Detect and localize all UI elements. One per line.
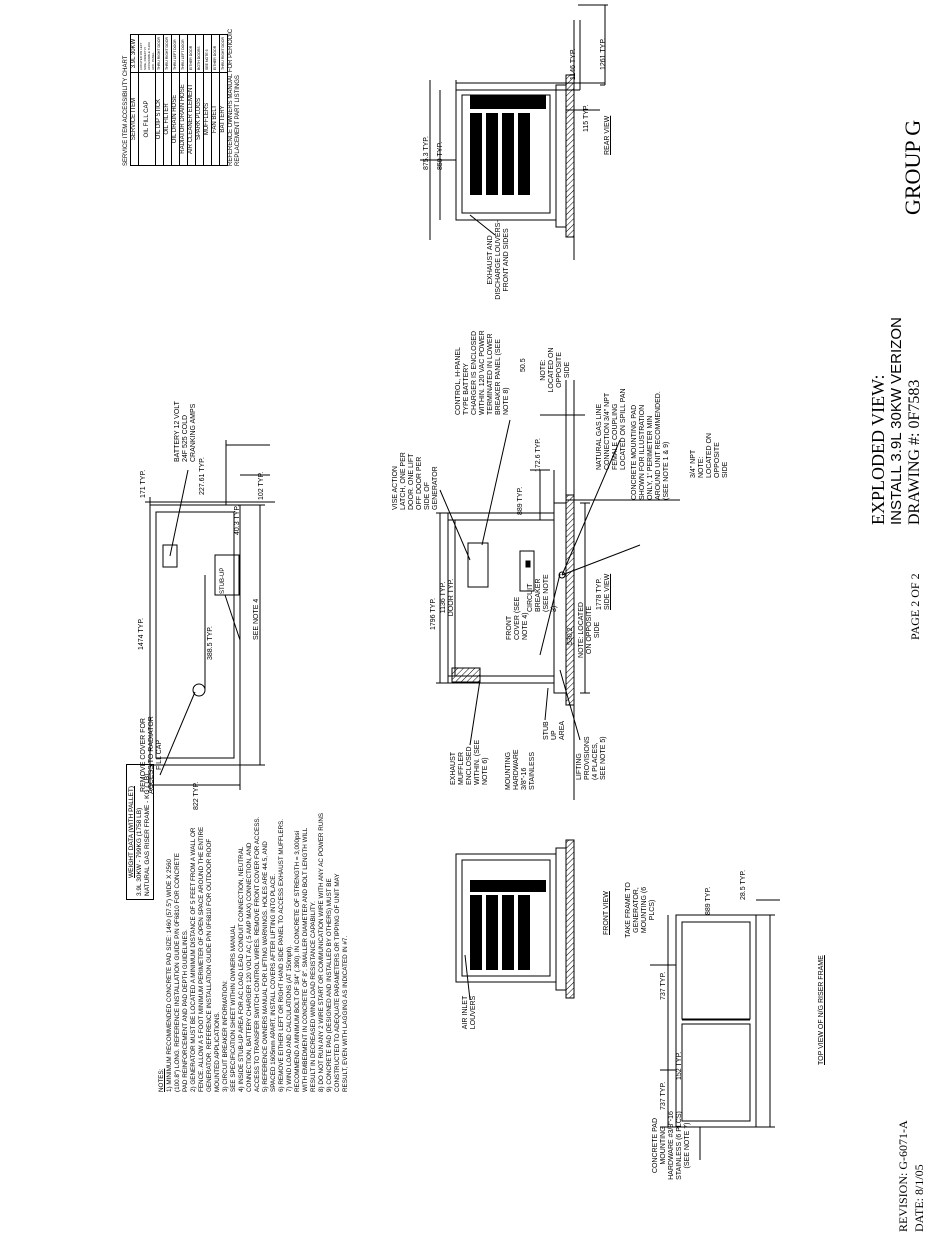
dim-8753: 875.3 TYP.: [423, 136, 430, 170]
dim-1136: 1136 TYP. DOOR TYP.: [440, 575, 456, 620]
riser-frame-outline: [675, 914, 757, 1128]
dim-1136-text: 1136 TYP. DOOR TYP.: [440, 578, 455, 617]
see-note-4: SEE NOTE 4: [253, 598, 260, 640]
circuit-breaker-text: CIRCUIT BREAKER (SEE NOTE 3): [527, 574, 558, 612]
concrete-pad-label: CONCRETE MOUNTING PAD SHOWN FOR ILLUSTRA…: [631, 390, 671, 500]
generac-logo-front: [470, 880, 546, 892]
rear-view: [420, 4, 608, 260]
riser-frame-view: [650, 899, 780, 1160]
vise-latch-label: VISE ACTION LATCH, ONE PER DOOR. ONE LIF…: [392, 450, 440, 510]
top-view-outline: [149, 504, 241, 766]
front-view-title: FRONT VIEW: [603, 891, 610, 935]
stub-up-label: STUB-UP: [220, 567, 226, 594]
front-spill-pan: [555, 847, 567, 991]
dim-1474: 1474 TYP.: [138, 617, 145, 650]
dim-737a: 737 TYP.: [660, 1081, 667, 1110]
radiator-cap-icon: [192, 683, 206, 697]
note-opposite-505: NOTE: LOCATED ON OPPOSITE SIDE: [540, 345, 572, 395]
dim-505: 50.5: [520, 358, 527, 372]
front-view: [455, 839, 575, 1001]
top-view: [145, 440, 275, 790]
control-panel-label: CONTROL, H-PANEL TYPE BATTERY CHARGER IS…: [455, 330, 511, 415]
control-panel-text: CONTROL, H-PANEL TYPE BATTERY CHARGER IS…: [455, 330, 510, 415]
gas-line-text: NATURAL GAS LINE CONNECTION 3/4" NPT FEM…: [596, 388, 627, 470]
lifting-label: LIFTING PROVISIONS (4 PLACES, SEE NOTE 5…: [576, 735, 608, 780]
dim-1796: 1796 TYP.: [430, 597, 437, 630]
dim-285: 28.5 TYP.: [740, 869, 747, 900]
dim-152: 152 TYP.: [676, 1051, 683, 1080]
concrete-pad-text: CONCRETE MOUNTING PAD SHOWN FOR ILLUSTRA…: [631, 391, 670, 500]
battery-label-text: BATTERY 12 VOLT 24F 525 COLD CRANKING AM…: [174, 401, 197, 462]
dim-1726: 172.6 TYP.: [535, 438, 542, 472]
mounting-hw-label: MOUNTING HARDWARE 3/8"-16 STAINLESS: [505, 745, 537, 790]
dim-5302: 530.2: [567, 627, 574, 645]
riser-view-title: TOP VIEW OF N/G RISER FRAME: [818, 955, 825, 1065]
dim-102: 102 TYP.: [258, 471, 265, 500]
note-opposite-5302-text: NOTE: LOCATED ON OPPOSITE SIDE: [578, 602, 601, 658]
air-inlet-text: AIR INLET LOUVERS: [462, 995, 477, 1030]
top-view-inner: [155, 511, 235, 759]
dim-889: 889 TYP.: [517, 486, 524, 515]
note-opposite-505-text: NOTE: LOCATED ON OPPOSITE SIDE: [540, 347, 571, 393]
air-inlet-label: AIR INLET LOUVERS: [462, 995, 478, 1030]
exhaust-muffler-text: EXHAUST MUFFLER ENCLOSED WITHIN. (SEE NO…: [450, 739, 489, 785]
rear-spill-pan: [555, 84, 567, 228]
exhaust-muffler-panel: [451, 667, 481, 683]
dim-1261: 1261 TYP.: [600, 37, 607, 70]
battery-label: BATTERY 12 VOLT 24F 525 COLD CRANKING AM…: [174, 392, 198, 462]
breaker-switch: [525, 560, 531, 568]
dim-115: 115 TYP.: [583, 104, 590, 132]
generac-logo-rear: [470, 95, 546, 109]
dim-822: 822 TYP.: [193, 781, 200, 810]
front-cover-text: FRONT COVER (SEE NOTE 4): [506, 596, 529, 640]
rear-concrete-pad: [565, 74, 575, 238]
rear-louvers: [470, 113, 530, 195]
control-panel: [467, 542, 489, 588]
dim-171: 171 TYP.: [140, 469, 147, 498]
side-view: [436, 380, 680, 800]
stub-up-box: [214, 554, 240, 596]
front-louvers: [470, 895, 530, 970]
lifting-text: LIFTING PROVISIONS (4 PLACES, SEE NOTE 5…: [576, 736, 607, 780]
take-frame-text: TAKE FRAME TO GENERATOR, MOUNTING (6 PLC…: [625, 882, 656, 938]
radiator-label-text: REMOVE COVER FOR ACCESS TO RADIATOR FILL…: [140, 716, 163, 794]
stub-up-area-text: STUB UP AREA: [543, 720, 566, 740]
circuit-breaker-box: [519, 550, 535, 592]
rear-view-title: REAR VIEW: [604, 115, 611, 155]
side-view-title: SIDE VIEW: [604, 573, 611, 610]
radiator-label: REMOVE COVER FOR ACCESS TO RADIATOR FILL…: [140, 710, 164, 800]
note-opposite-5302: NOTE: LOCATED ON OPPOSITE SIDE: [578, 600, 602, 660]
circuit-breaker-label: CIRCUIT BREAKER (SEE NOTE 3): [527, 567, 559, 612]
dim-3885: 388.5 TYP.: [207, 626, 214, 660]
gas-line-label: NATURAL GAS LINE CONNECTION 3/4" NPT FEM…: [596, 370, 628, 470]
concrete-hw-label: CONCRETE PAD MOUNTING HARDWARE #3/8"-16 …: [652, 1108, 692, 1183]
front-concrete-pad: [565, 839, 575, 999]
npt-text: 3/4" NPT NOTE: LOCATED ON OPPOSITE SIDE: [690, 433, 729, 478]
concrete-hw-text: CONCRETE PAD MOUNTING HARDWARE #3/8"-16 …: [652, 1111, 691, 1180]
mounting-hw-text: MOUNTING HARDWARE 3/8"-16 STAINLESS: [505, 749, 536, 790]
battery-icon: [162, 544, 178, 568]
vise-latch-text: VISE ACTION LATCH, ONE PER DOOR. ONE LIF…: [392, 452, 439, 510]
concrete-pad: [565, 494, 575, 706]
rear-exhaust-label: EXHAUST AND DISCHARGE LOUVERS-FRONT AND …: [487, 220, 511, 300]
exhaust-muffler-label: EXHAUST MUFFLER ENCLOSED WITHIN. (SEE NO…: [450, 735, 490, 785]
take-frame-label: TAKE FRAME TO GENERATOR, MOUNTING (6 PLC…: [625, 880, 657, 940]
npt-label: 3/4" NPT NOTE: LOCATED ON OPPOSITE SIDE: [690, 433, 730, 478]
dim-737b: 737 TYP.: [660, 971, 667, 1000]
dim-1146: 1146 TYP.: [570, 48, 577, 80]
rear-exhaust-text: EXHAUST AND DISCHARGE LOUVERS-FRONT AND …: [487, 220, 510, 300]
dim-22761: 227.61 TYP.: [199, 457, 206, 495]
dim-889-riser: 889 TYP.: [705, 886, 712, 915]
dim-850: 850 TYP.: [437, 141, 444, 170]
dim-403: 40.3 TYP.: [234, 504, 241, 535]
stub-up-area-label: STUB UP AREA: [543, 716, 567, 740]
